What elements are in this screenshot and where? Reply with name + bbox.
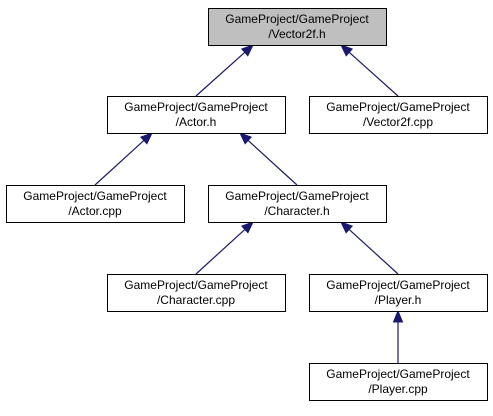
node-path-label: GameProject/GameProject — [326, 100, 470, 114]
edge-line — [195, 228, 246, 275]
edge-line — [348, 228, 399, 275]
arrowhead — [139, 132, 153, 145]
node-path-label: GameProject/GameProject — [225, 189, 369, 203]
node-box — [309, 274, 488, 312]
node-path-label: GameProject/GameProject — [326, 367, 470, 381]
nodes-layer: GameProject/GameProject/Vector2f.hGamePr… — [6, 8, 488, 401]
node-file-label: /Vector2f.cpp — [363, 115, 433, 129]
arrowhead — [340, 44, 354, 57]
edge-player_h-to-character_h — [340, 221, 399, 275]
arrowhead — [240, 221, 254, 234]
node-file-label: /Vector2f.h — [268, 27, 325, 41]
node-file-label: /Player.h — [375, 293, 422, 307]
edge-line — [94, 139, 145, 186]
node-box — [107, 274, 286, 312]
node-path-label: GameProject/GameProject — [326, 278, 470, 292]
edge-vector2f_cpp-to-vector2f_h — [340, 44, 399, 97]
node-character_h[interactable]: GameProject/GameProject/Character.h — [208, 185, 387, 223]
edge-actor_h-to-vector2f_h — [195, 44, 254, 97]
arrowhead — [239, 132, 253, 145]
node-file-label: /Player.cpp — [368, 382, 428, 396]
node-file-label: /Actor.cpp — [68, 204, 122, 218]
node-file-label: /Character.cpp — [157, 293, 235, 307]
arrowhead — [392, 309, 404, 323]
arrowhead — [240, 44, 254, 57]
node-file-label: /Actor.h — [176, 115, 217, 129]
edge-actor_cpp-to-actor_h — [94, 132, 153, 186]
node-actor_h[interactable]: GameProject/GameProject/Actor.h — [107, 96, 286, 134]
node-player_h[interactable]: GameProject/GameProject/Player.h — [309, 274, 488, 312]
arrowhead — [340, 221, 354, 234]
node-box — [208, 8, 387, 46]
node-character_cpp[interactable]: GameProject/GameProject/Character.cpp — [107, 274, 286, 312]
edge-character_cpp-to-character_h — [195, 221, 254, 275]
node-path-label: GameProject/GameProject — [124, 100, 268, 114]
edge-character_h-to-actor_h — [239, 132, 298, 186]
edge-line — [348, 51, 399, 97]
node-actor_cpp[interactable]: GameProject/GameProject/Actor.cpp — [6, 185, 185, 223]
node-vector2f_cpp[interactable]: GameProject/GameProject/Vector2f.cpp — [309, 96, 488, 134]
node-path-label: GameProject/GameProject — [23, 189, 167, 203]
node-box — [6, 185, 185, 223]
edges-layer — [94, 44, 404, 363]
node-box — [107, 96, 286, 134]
edge-line — [247, 139, 298, 186]
edge-line — [195, 51, 246, 97]
node-path-label: GameProject/GameProject — [225, 12, 369, 26]
node-box — [309, 96, 488, 134]
node-box — [208, 185, 387, 223]
node-file-label: /Character.h — [264, 204, 329, 218]
node-vector2f_h[interactable]: GameProject/GameProject/Vector2f.h — [208, 8, 387, 46]
node-path-label: GameProject/GameProject — [124, 278, 268, 292]
node-box — [309, 363, 488, 401]
edge-player_cpp-to-player_h — [392, 309, 404, 363]
node-player_cpp[interactable]: GameProject/GameProject/Player.cpp — [309, 363, 488, 401]
